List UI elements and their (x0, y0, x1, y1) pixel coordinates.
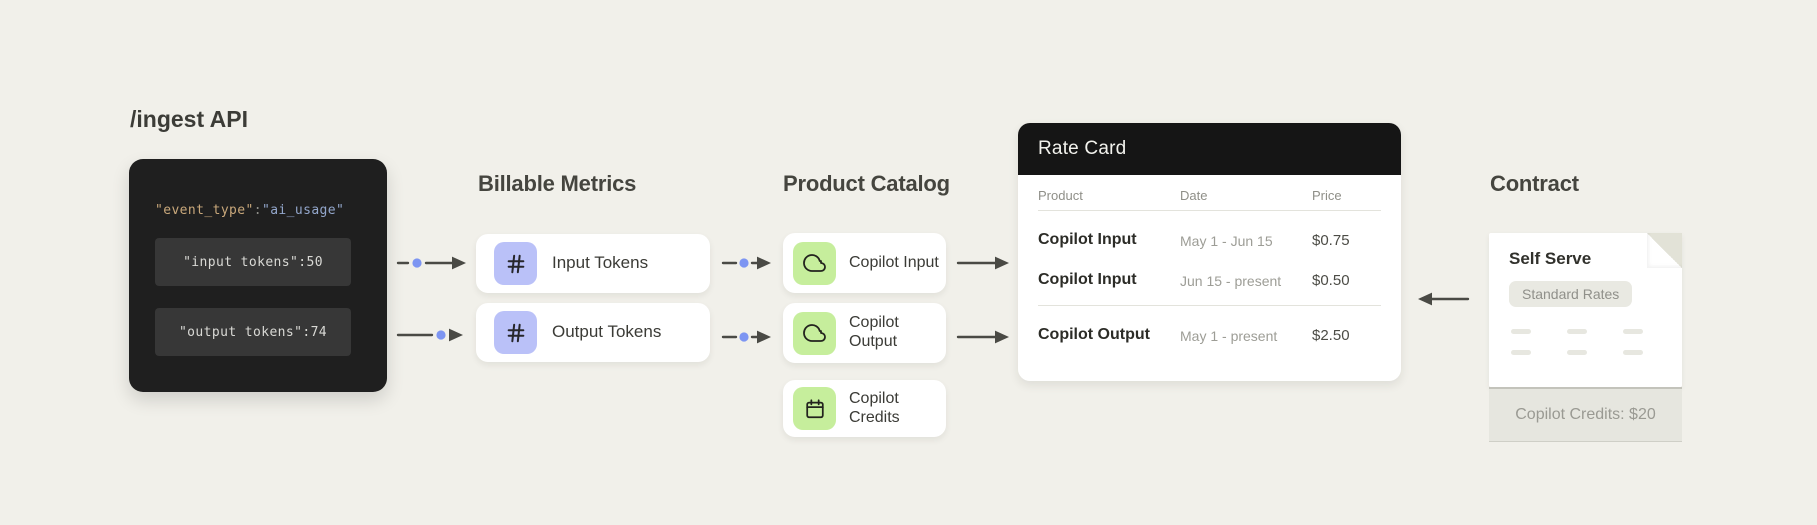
code-field-output-tokens: "output tokens":74 (155, 308, 351, 356)
placeholder-line (1623, 329, 1643, 334)
ingest-code-block: "event_type":"ai_usage" "input tokens":5… (129, 159, 387, 392)
column-header-product: Product (1038, 188, 1083, 203)
cloud-icon (793, 241, 836, 285)
product-catalog-title: Product Catalog (783, 171, 950, 196)
arrow-copilot-input-to-rate-card (956, 256, 1009, 270)
catalog-card-copilot-output: Copilot Output (783, 303, 946, 363)
metric-card-output-tokens: Output Tokens (476, 303, 710, 362)
contract-title: Contract (1490, 171, 1579, 196)
hash-icon (494, 242, 537, 285)
row-product: Copilot Output (1038, 326, 1150, 343)
row-price: $0.50 (1312, 272, 1350, 289)
placeholder-line (1567, 350, 1587, 355)
row-price: $2.50 (1312, 327, 1350, 344)
contract-card: Self Serve Standard Rates (1489, 233, 1682, 387)
pulse-dot (436, 330, 446, 340)
row-product: Copilot Input (1038, 271, 1137, 288)
calendar-icon (793, 387, 836, 430)
billable-metrics-title: Billable Metrics (478, 171, 637, 196)
contract-plan-name: Self Serve (1509, 249, 1592, 268)
arrow-contract-to-rate-card (1418, 292, 1470, 306)
row-product: Copilot Input (1038, 231, 1137, 248)
column-header-price: Price (1312, 188, 1342, 203)
page-fold-corner (1647, 233, 1682, 268)
catalog-card-copilot-credits: Copilot Credits (783, 380, 946, 437)
cloud-icon (793, 311, 836, 355)
pulse-dot (739, 258, 749, 268)
row-price: $0.75 (1312, 232, 1350, 249)
placeholder-line (1623, 350, 1643, 355)
catalog-card-label: Copilot Credits (849, 389, 900, 426)
header-divider (1038, 210, 1381, 211)
row-date: May 1 - Jun 15 (1180, 233, 1273, 249)
code-event-colon: : (253, 203, 262, 218)
code-field-input-tokens: "input tokens":50 (155, 238, 351, 286)
column-header-date: Date (1180, 188, 1208, 203)
placeholder-line (1567, 329, 1587, 334)
code-event-line: "event_type":"ai_usage" (155, 203, 344, 218)
rate-card-table: Product Date Price Copilot Input May 1 -… (1018, 175, 1401, 381)
arrow-ingest-to-output-tokens (396, 328, 463, 342)
row-divider (1038, 305, 1381, 306)
pulse-dot (412, 258, 422, 268)
hash-icon (494, 311, 537, 354)
contract-footer-label: Copilot Credits: $20 (1515, 406, 1656, 423)
catalog-card-copilot-input: Copilot Input (783, 233, 946, 293)
row-date: May 1 - present (1180, 328, 1278, 344)
contract-footer: Copilot Credits: $20 (1489, 387, 1682, 442)
standard-rates-badge: Standard Rates (1509, 281, 1633, 307)
metric-card-label: Input Tokens (552, 253, 649, 273)
catalog-card-label: Copilot Output (849, 314, 899, 350)
row-date: Jun 15 - present (1180, 273, 1282, 289)
placeholder-line (1511, 329, 1531, 334)
arrow-copilot-output-to-rate-card (956, 330, 1009, 344)
arrow-output-tokens-to-copilot-output (721, 330, 771, 344)
code-event-key: "event_type" (155, 203, 254, 218)
ingest-api-title: /ingest API (130, 106, 248, 132)
pulse-dot (739, 332, 749, 342)
metric-card-input-tokens: Input Tokens (476, 234, 710, 293)
catalog-card-label: Copilot Input (849, 253, 939, 271)
rate-card-title: Rate Card (1038, 138, 1127, 159)
metric-card-label: Output Tokens (552, 322, 662, 342)
rate-card-header: Rate Card (1018, 123, 1401, 175)
rate-card: Rate Card Product Date Price Copilot Inp… (1018, 123, 1401, 381)
arrow-input-tokens-to-copilot-input (721, 256, 771, 270)
code-event-value: "ai_usage" (261, 203, 345, 218)
arrow-ingest-to-input-tokens (396, 256, 466, 270)
placeholder-line (1511, 350, 1531, 355)
